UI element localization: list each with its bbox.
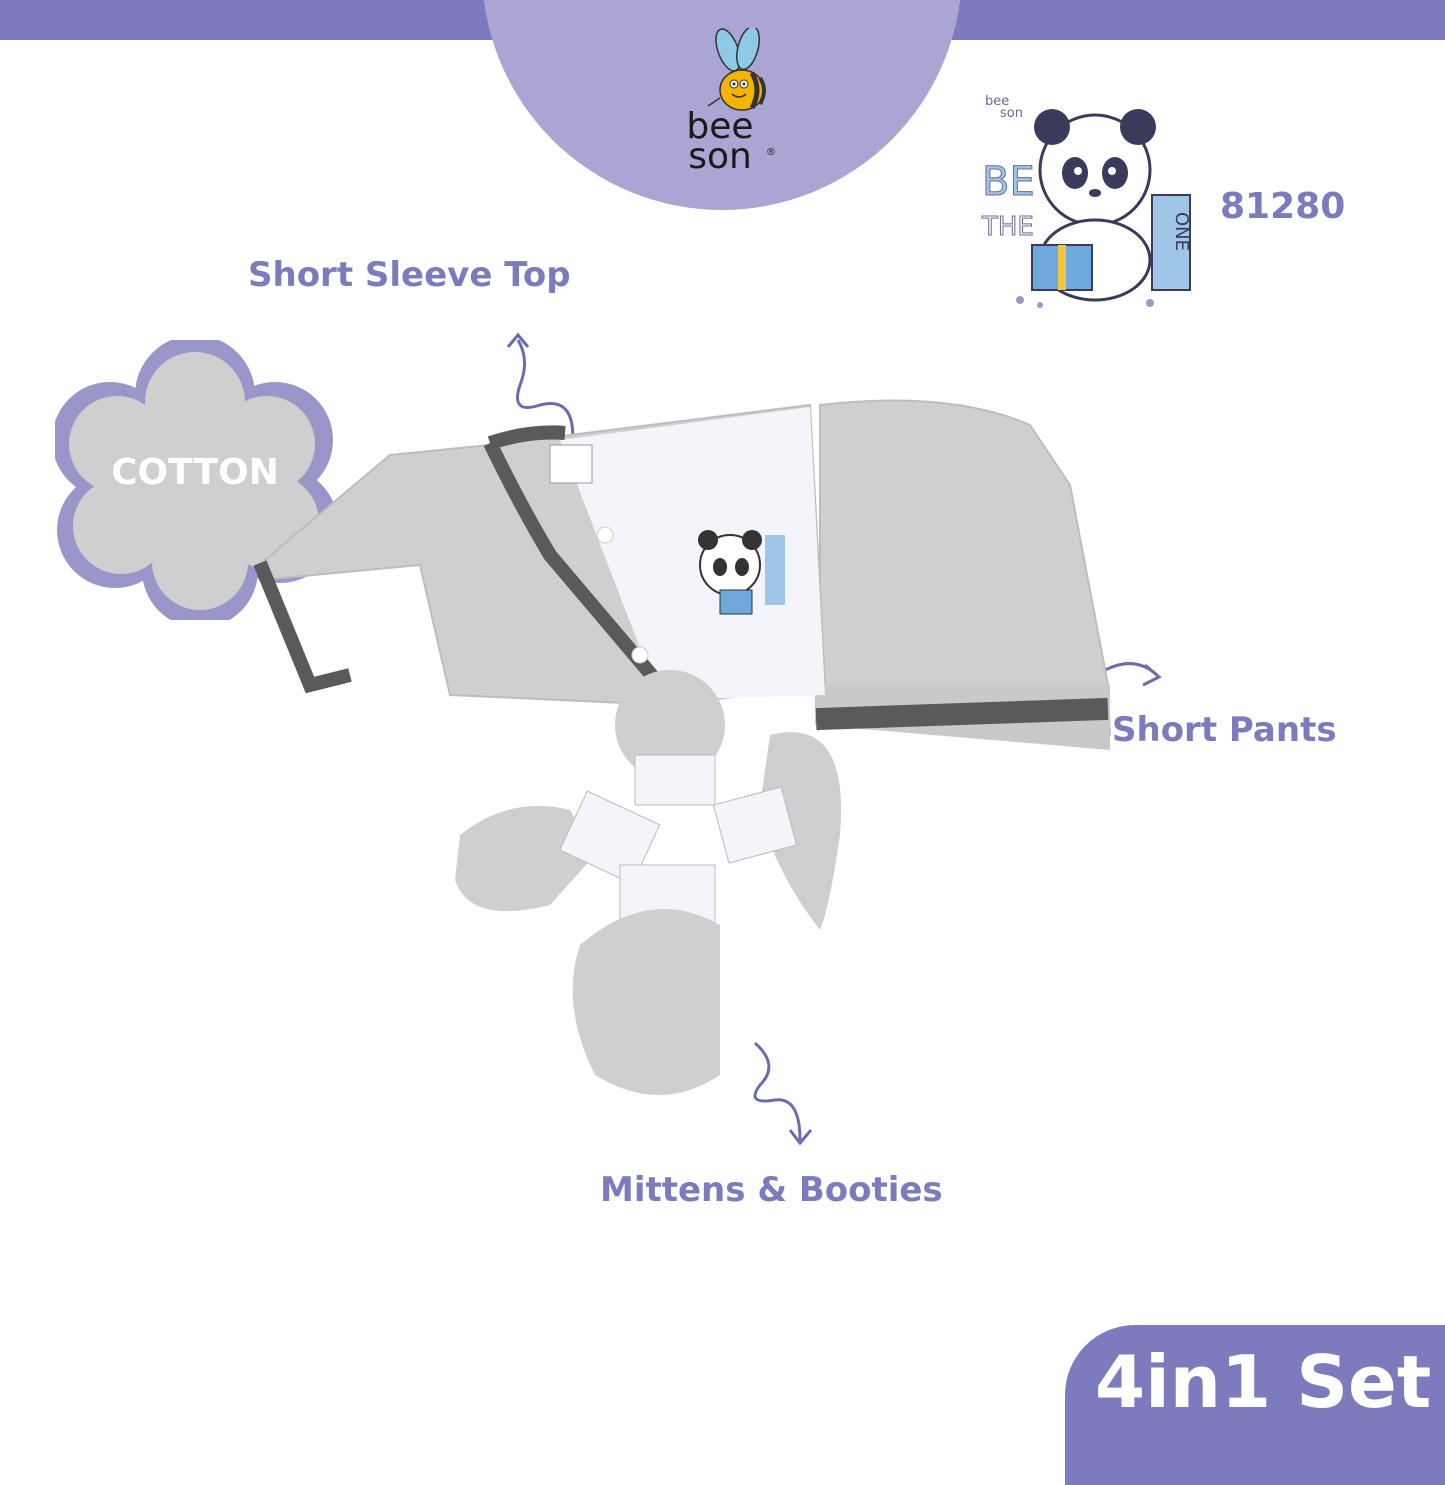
brand-logo: bee son ®	[650, 106, 790, 177]
set-badge-text: 4in1 Set	[1095, 1340, 1432, 1424]
brand-line-2: son	[688, 136, 752, 177]
short-pants-shape	[819, 399, 1112, 737]
registered-mark: ®	[766, 147, 776, 158]
label-short-pants: Short Pants	[1112, 710, 1337, 750]
shirt-panda-print-icon	[698, 530, 785, 615]
arrow-to-top-icon	[506, 332, 575, 451]
brand-line-1: bee	[686, 106, 754, 147]
print-brand-small-1: bee	[985, 94, 1009, 109]
print-one-text: ONE	[1171, 212, 1192, 251]
cotton-label: COTTON	[111, 452, 279, 493]
label-mittens-booties: Mittens & Booties	[600, 1170, 943, 1210]
product-code: 81280	[1220, 186, 1346, 227]
print-brand-small-2: son	[1000, 106, 1023, 121]
label-short-sleeve-top: Short Sleeve Top	[248, 255, 571, 295]
print-the-text: THE	[981, 212, 1034, 242]
arrow-to-accessories-icon	[753, 1041, 813, 1146]
baby-clothing-set-photo	[253, 399, 1112, 1095]
bee-mascot-icon	[707, 28, 766, 111]
mittens-booties-shape	[455, 670, 842, 1095]
print-be-text: BE	[982, 159, 1035, 205]
panda-print-illustration: bee son ONE BE THE	[981, 94, 1192, 308]
